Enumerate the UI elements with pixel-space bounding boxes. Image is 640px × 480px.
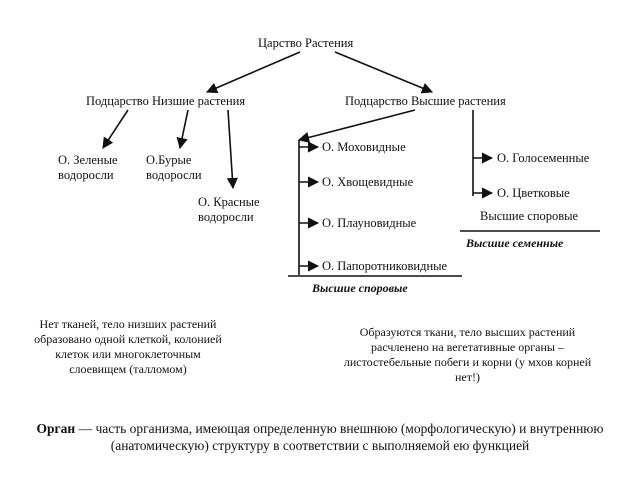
organ-definition: Орган — часть организма, имеющая определ… [20, 420, 620, 454]
seed-group-label: Высшие семенные [466, 236, 564, 250]
higher-subkingdom-label: Подцарство Высшие растения [345, 94, 506, 108]
spore-group-label: Высшие споровые [312, 281, 408, 295]
red-algae: О. Красные водоросли [198, 195, 260, 224]
seed-order-1: О. Голосеменные [497, 151, 590, 165]
arrow-root-higher [334, 51, 434, 94]
seed-order-2: О. Цветковые [497, 186, 570, 200]
spore-order-4: О. Папоротниковидные [322, 259, 448, 273]
higher-plants-note: Образуются ткани, тело высших растений р… [343, 325, 592, 384]
arrow-lower-red [226, 109, 238, 190]
lower-plants-note: Нет тканей, тело низших растений образов… [34, 317, 222, 376]
higher-to-spore [297, 109, 416, 143]
arrow-root-lower [205, 51, 301, 94]
root-label: Царство Растения [258, 36, 354, 50]
definition-text: — часть организма, имеющая определенную … [75, 421, 604, 453]
green-algae: О. Зеленые водоросли [58, 153, 118, 182]
arrow-lower-brown [176, 109, 189, 150]
spore-order-3: О. Плауновидные [322, 216, 417, 230]
spore-mid-label: Высшие споровые [480, 209, 579, 223]
spore-order-2: О. Хвощевидные [322, 175, 414, 189]
arrow-lower-green [102, 109, 129, 149]
classification-tree [102, 51, 600, 277]
definition-term: Орган [36, 421, 76, 436]
brown-algae: О.Бурые водоросли [146, 153, 202, 182]
spore-order-1: О. Моховидные [322, 140, 406, 154]
lower-subkingdom-label: Подцарство Низшие растения [86, 94, 246, 108]
